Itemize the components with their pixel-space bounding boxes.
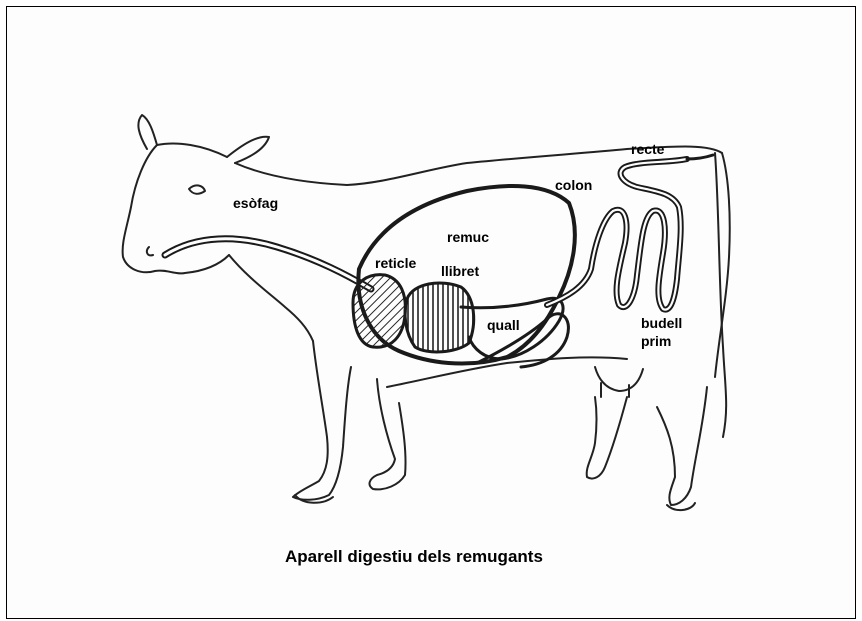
tail [715, 153, 726, 437]
reticulum [353, 275, 405, 348]
esophagus [165, 239, 371, 289]
cow-digestive-diagram [7, 7, 855, 618]
hind-leg [657, 387, 707, 505]
dewlap [229, 255, 313, 341]
label-llibret: llibret [441, 263, 479, 279]
diagram-caption: Aparell digestiu dels remugants [285, 547, 543, 567]
rectum [687, 155, 713, 159]
front-leg-1 [293, 341, 351, 500]
head [123, 145, 229, 273]
digestive-system [165, 155, 713, 367]
horn [138, 115, 157, 149]
diagram-frame: esòfag remuc reticle llibret quall colon… [6, 6, 856, 619]
belly [387, 357, 627, 387]
label-quall: quall [487, 317, 520, 333]
label-prim: prim [641, 333, 671, 349]
label-budell: budell [641, 315, 682, 331]
eye [189, 185, 205, 193]
omasum [405, 283, 474, 352]
label-reticle: reticle [375, 255, 416, 271]
front-leg-2 [370, 379, 406, 489]
ear [227, 137, 269, 163]
label-recte: recte [631, 141, 664, 157]
nostril [147, 247, 153, 255]
label-colon: colon [555, 177, 592, 193]
hind-leg-inner [587, 397, 627, 479]
udder [595, 367, 643, 391]
label-remuc: remuc [447, 229, 489, 245]
label-esofag: esòfag [233, 195, 278, 211]
head-top [157, 144, 227, 158]
